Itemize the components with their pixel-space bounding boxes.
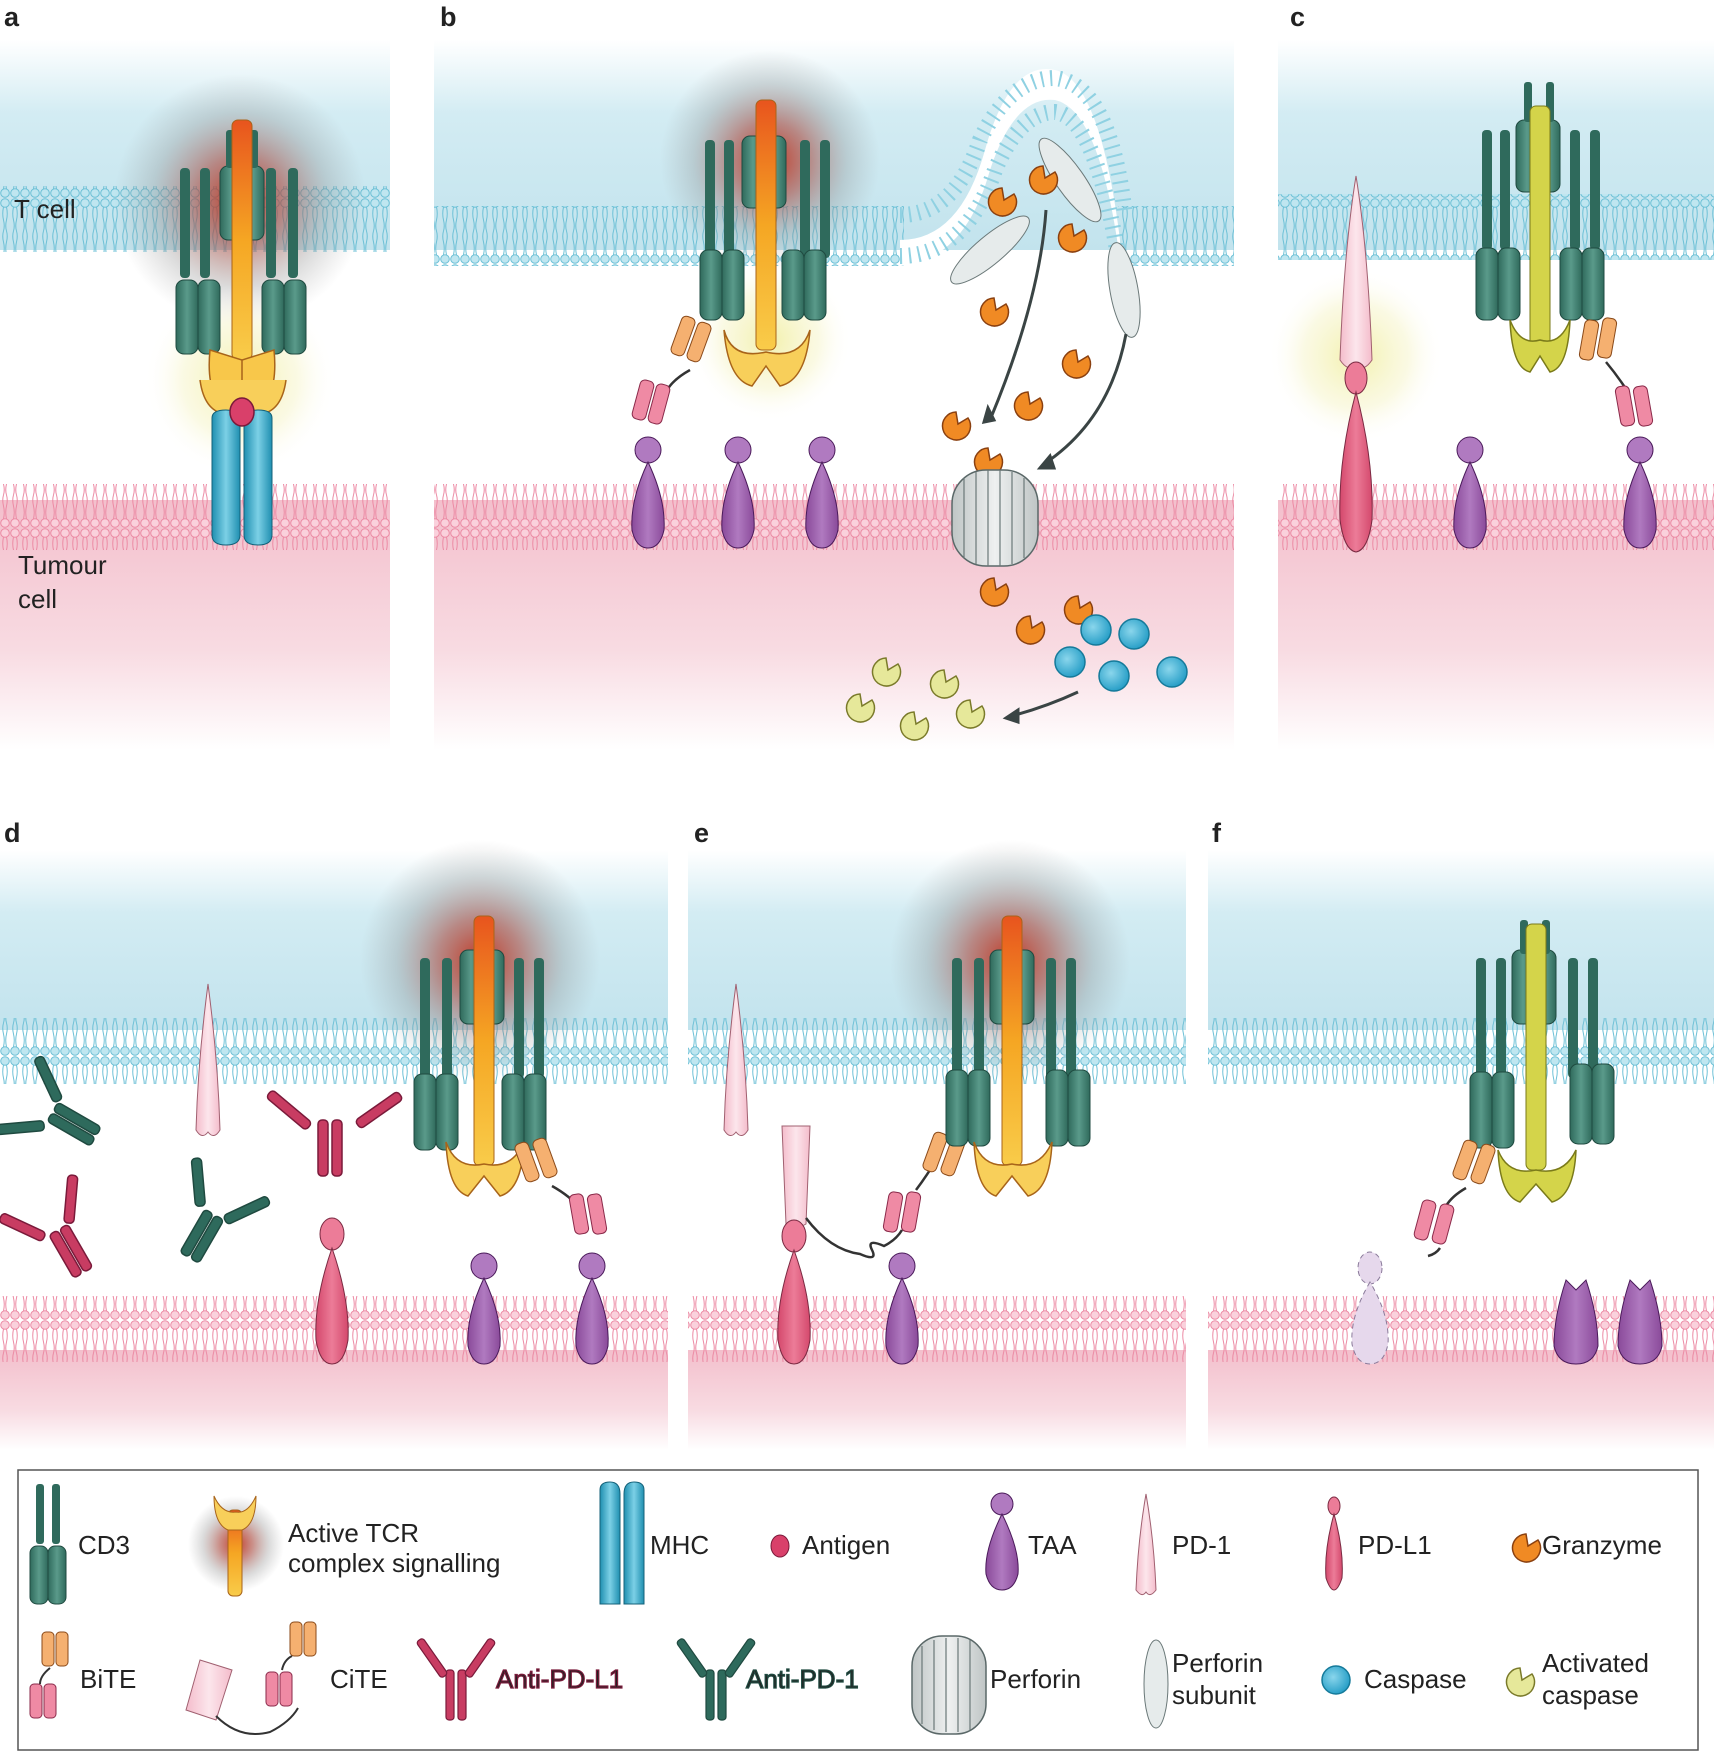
panel-letter-d: d	[4, 818, 21, 848]
arrows	[981, 209, 1128, 725]
legend-item-cite: CiTE	[185, 1621, 388, 1735]
legend-item-anti-pdl1: Anti-PD-L1	[416, 1638, 624, 1721]
legend-item-cd3: CD3	[29, 1484, 130, 1605]
taa-group	[1553, 1279, 1663, 1365]
legend-item-caspase: Caspase	[1321, 1664, 1467, 1695]
legend-item-taa: TAA	[985, 1492, 1077, 1591]
degraded-pdl1	[1351, 1251, 1389, 1365]
panel-letter-a: a	[4, 2, 20, 32]
taa-group	[1453, 436, 1657, 549]
legend-label-perforin: Perforin	[990, 1664, 1081, 1694]
legend-label-caspase: Caspase	[1364, 1664, 1467, 1694]
panel-a-content	[114, 74, 366, 546]
pd1	[723, 983, 749, 1136]
legend-label-tcr-line1: Active TCR	[288, 1518, 419, 1548]
panel-letter-e: e	[694, 818, 709, 848]
legend-label-tcr-line2: complex signalling	[288, 1548, 500, 1578]
legend-item-granzyme: Granzyme	[1511, 1530, 1662, 1563]
legend-label-activated-caspase-line2: caspase	[1542, 1680, 1639, 1710]
taa-group	[631, 436, 839, 549]
legend-item-antigen: Antigen	[770, 1530, 890, 1560]
mhc	[211, 397, 273, 546]
legend-label-mhc: MHC	[650, 1530, 709, 1560]
legend-label-granzyme: Granzyme	[1542, 1530, 1662, 1560]
legend-item-pd1: PD-1	[1135, 1493, 1231, 1596]
panel-f-content	[1351, 920, 1663, 1365]
inactive-tcr	[1497, 923, 1577, 1203]
legend-label-anti-pdl1: Anti-PD-L1	[496, 1664, 623, 1694]
antigen	[229, 397, 255, 427]
inactive-tcr	[1509, 105, 1571, 373]
legend: CD3 Active TCR complex signalling MHC An…	[17, 1469, 1699, 1751]
legend-item-active-tcr: Active TCR complex signalling	[188, 1495, 500, 1597]
perforin-pore	[951, 469, 1039, 567]
tumour-cell-label-line2: cell	[18, 584, 57, 614]
cd3-complex	[1469, 920, 1615, 1149]
panel-d-content	[0, 840, 609, 1365]
panel-c-content	[1268, 82, 1657, 553]
legend-item-perforin: Perforin	[911, 1635, 1081, 1735]
legend-label-perforin-subunit-line2: subunit	[1172, 1680, 1257, 1710]
anti-pd1-antibodies	[0, 1055, 271, 1263]
tcr	[973, 915, 1053, 1197]
legend-item-pdl1: PD-L1	[1325, 1496, 1432, 1591]
panel-e-content	[723, 840, 1130, 1365]
legend-label-bite: BiTE	[80, 1664, 136, 1694]
legend-label-anti-pd1: Anti-PD-1	[746, 1664, 859, 1694]
legend-item-mhc: MHC	[599, 1481, 709, 1605]
legend-label-pdl1: PD-L1	[1358, 1530, 1432, 1560]
panel-letter-f: f	[1212, 818, 1222, 848]
granzymes	[941, 165, 1094, 645]
perforin-subunits	[950, 137, 1141, 338]
legend-label-activated-caspase-line1: Activated	[1542, 1648, 1649, 1678]
panel-letter-b: b	[440, 2, 457, 32]
taa	[885, 1252, 919, 1365]
t-cell-label: T cell	[14, 194, 76, 224]
pdl1	[315, 1217, 349, 1365]
panel-b-content	[631, 50, 1188, 741]
pd1	[195, 983, 221, 1136]
legend-item-anti-pd1: Anti-PD-1	[676, 1638, 859, 1721]
legend-label-antigen: Antigen	[802, 1530, 890, 1560]
caspases	[1054, 614, 1188, 692]
legend-item-activated-caspase: Activated caspase	[1505, 1648, 1649, 1710]
pdl1	[777, 1219, 811, 1365]
tcr	[723, 99, 811, 387]
pdl1	[1339, 361, 1373, 553]
bite	[1578, 317, 1654, 427]
panel-letter-c: c	[1290, 2, 1305, 32]
legend-label-cd3: CD3	[78, 1530, 130, 1560]
anti-pdl1-antibodies	[0, 1090, 403, 1278]
activated-caspases	[845, 657, 986, 741]
taa-group	[467, 1252, 609, 1365]
legend-item-bite: BiTE	[29, 1631, 136, 1719]
tcr	[199, 119, 287, 415]
legend-item-perforin-subunit: Perforin subunit	[1143, 1639, 1263, 1729]
tumour-cell-label-line1: Tumour	[18, 550, 107, 580]
bite	[631, 315, 712, 425]
legend-label-taa: TAA	[1028, 1530, 1077, 1560]
bite	[514, 1137, 608, 1235]
cite	[781, 1125, 966, 1259]
legend-label-perforin-subunit-line1: Perforin	[1172, 1648, 1263, 1678]
bite	[1413, 1139, 1496, 1258]
legend-label-cite: CiTE	[330, 1664, 388, 1694]
legend-label-pd1: PD-1	[1172, 1530, 1231, 1560]
